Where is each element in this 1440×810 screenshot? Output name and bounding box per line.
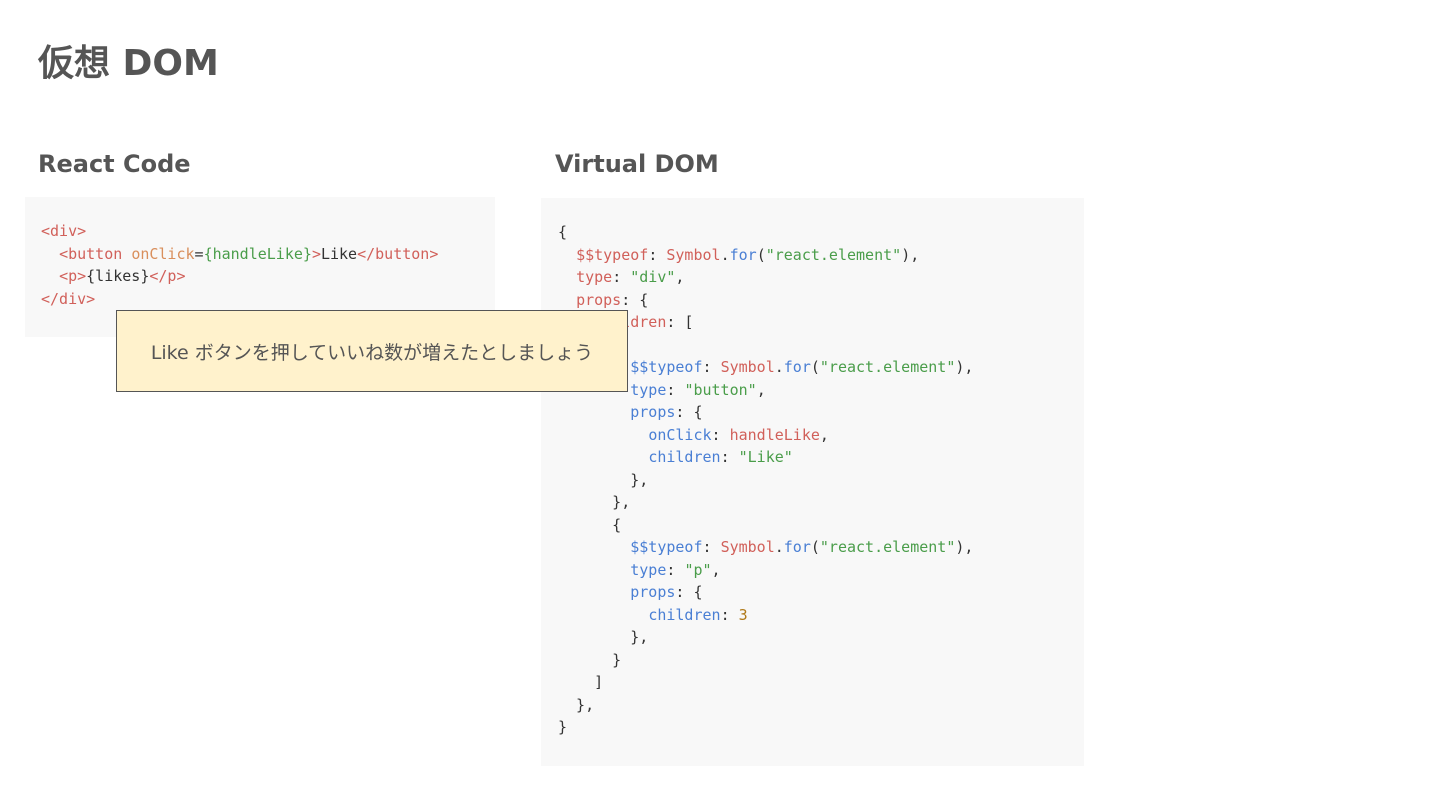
code-token: "button" [684, 380, 757, 399]
react-code-heading: React Code [38, 150, 191, 178]
code-indent [41, 245, 59, 263]
code-token: handleLike [729, 425, 820, 444]
code-token: <button [59, 244, 123, 263]
code-token: "react.element" [819, 538, 956, 556]
code-token: "Like" [738, 448, 793, 466]
code-token: props [576, 290, 622, 309]
code-token: onClick [131, 244, 195, 263]
code-token: {likes} [86, 267, 150, 285]
callout-box: Like ボタンを押していいね数が増えたとしましょう [116, 310, 628, 392]
code-token: type [630, 560, 667, 579]
slide-title: 仮想 DOM [38, 43, 219, 84]
code-token: props [630, 403, 676, 421]
code-token: Symbol [720, 538, 775, 556]
code-token: = [194, 244, 204, 263]
callout-text: Like ボタンを押していいね数が増えたとしましょう [150, 341, 594, 364]
virtual-dom-heading: Virtual DOM [555, 150, 719, 178]
code-token: type [576, 268, 613, 286]
code-indent [41, 267, 59, 285]
code-token: 3 [738, 605, 748, 624]
code-token: $$typeof [630, 538, 703, 556]
code-token: children [648, 605, 721, 624]
code-token: </button> [357, 244, 439, 263]
code-token: onClick [648, 425, 712, 444]
code-token: <p> [59, 267, 87, 285]
code-token: for [783, 358, 811, 376]
code-token: type [630, 380, 667, 399]
code-token: </p> [149, 267, 186, 285]
code-token: "react.element" [765, 245, 902, 264]
code-token: $$typeof [576, 245, 649, 264]
code-token: Symbol [720, 358, 775, 376]
code-token: for [783, 538, 811, 556]
code-token: for [729, 245, 757, 264]
code-token: "react.element" [819, 358, 956, 376]
code-token: <div> [41, 222, 87, 240]
code-space [122, 245, 131, 263]
code-token: Like [320, 244, 358, 263]
code-token: "p" [684, 560, 712, 579]
code-token: { [558, 223, 568, 241]
virtual-dom-code-block: { $$typeof: Symbol.for("react.element"),… [541, 198, 1084, 766]
code-token: Symbol [666, 245, 721, 264]
code-token: </div> [41, 289, 96, 308]
code-token: props [630, 583, 676, 601]
code-token: {handleLike} [203, 244, 312, 263]
code-token: "div" [630, 268, 676, 286]
code-token: children [648, 448, 721, 466]
code-token: $$typeof [630, 358, 703, 376]
code-token: > [311, 244, 321, 263]
